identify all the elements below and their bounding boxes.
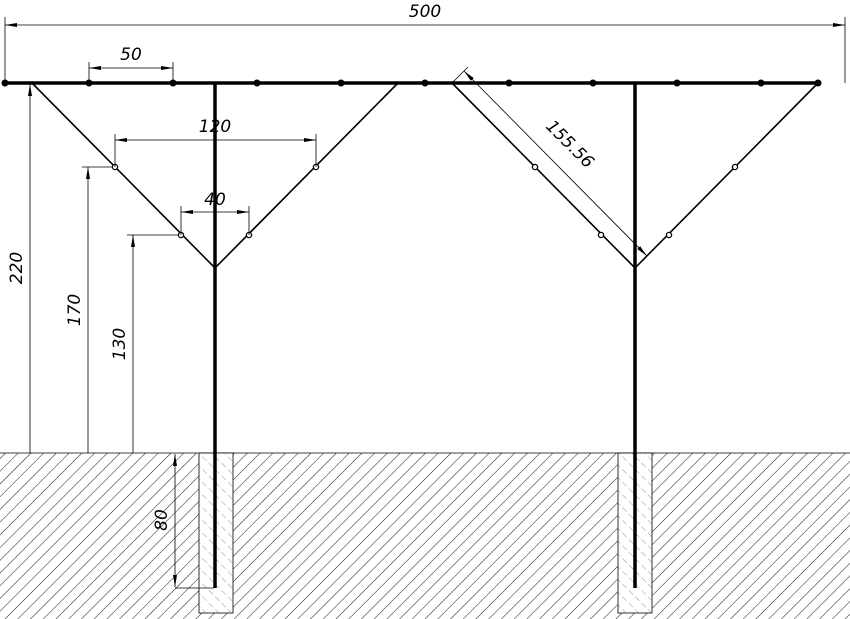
beam-node: [337, 79, 345, 87]
arm-node: [731, 163, 739, 171]
dim-arm-length: 155.56: [541, 116, 597, 172]
dim-spacing: 50: [120, 45, 142, 65]
dim-height-lower: 130: [110, 328, 130, 360]
ground: [0, 452, 850, 619]
beam-nodes: [1, 79, 822, 87]
dim-height-total: 220: [7, 252, 27, 284]
dim-height-upper: 170: [65, 294, 85, 326]
arm-node: [597, 231, 605, 239]
dim-lower-width: 40: [204, 190, 226, 210]
beam-node: [589, 79, 597, 87]
beam-node: [421, 79, 429, 87]
beam-node: [673, 79, 681, 87]
arm-node: [531, 163, 539, 171]
beam-node: [757, 79, 765, 87]
dim-total-length: 500: [409, 2, 441, 22]
beam-node: [814, 79, 822, 87]
arm-node: [665, 231, 673, 239]
dimension-lines: [4, 17, 846, 589]
beam-node: [253, 79, 261, 87]
beam-node: [505, 79, 513, 87]
dim-embed-depth: 80: [152, 509, 172, 531]
left-v-arms: [31, 82, 399, 270]
dim-upper-width: 120: [199, 117, 231, 137]
